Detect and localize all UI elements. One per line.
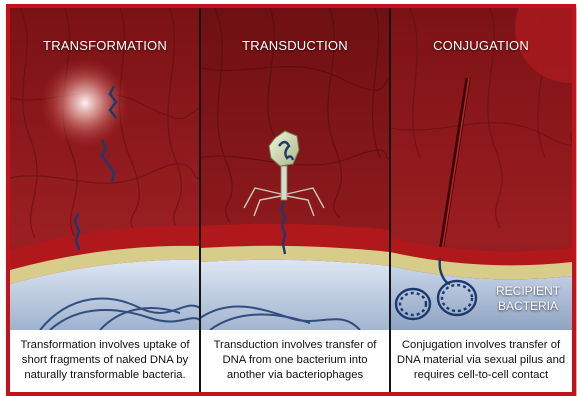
- recipient-bacteria-label: RECIPIENT BACTERIA: [488, 284, 568, 314]
- panel-title-transduction: TRANSDUCTION: [200, 38, 390, 53]
- panel-caption-transduction: Transduction involves transfer of DNA fr…: [200, 330, 390, 392]
- panel-title-transformation: TRANSFORMATION: [10, 38, 200, 53]
- panel-caption-conjugation: Conjugation involves transfer of DNA mat…: [390, 330, 572, 392]
- panel-conjugation: CONJUGATION RECIPIENT BACTERIA Conjugati…: [390, 8, 572, 392]
- panel-divider: [199, 8, 201, 392]
- panel-title-conjugation: CONJUGATION: [390, 38, 572, 53]
- panel-caption-transformation: Transformation involves uptake of short …: [10, 330, 200, 392]
- panel-divider: [389, 8, 391, 392]
- panel-transformation: TRANSFORMATION Transformation involves u…: [10, 8, 200, 392]
- diagram-frame: TRANSFORMATION Transformation involves u…: [6, 4, 576, 396]
- panel-transduction: TRANSDUCTION Transduction involves trans…: [200, 8, 390, 392]
